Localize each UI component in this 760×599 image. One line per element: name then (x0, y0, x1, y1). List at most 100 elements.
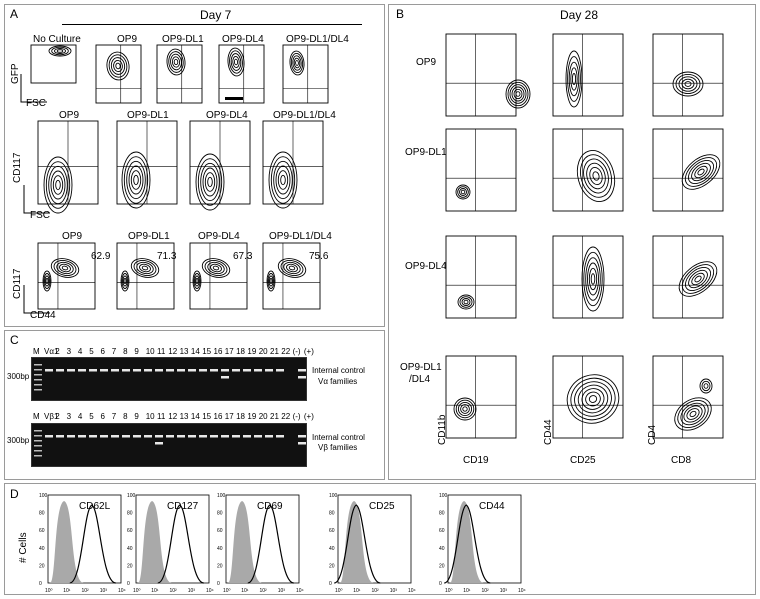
contour-ring (56, 261, 74, 275)
legend-internal-bottom: Internal control (312, 433, 365, 442)
histogram-x-tick: 10⁰ (133, 588, 141, 594)
legend-vb: Vβ families (318, 443, 358, 452)
lane-label: 8 (123, 347, 128, 356)
gel-band (122, 435, 130, 438)
contour-ring (59, 263, 71, 273)
contour-ring (574, 381, 612, 417)
contour-ring (229, 50, 243, 74)
a-row1-col-label: OP9 (117, 34, 138, 45)
contour-ring (681, 78, 695, 90)
a-row2-col-label: OP9-DL1 (127, 110, 169, 121)
contour-ring (687, 159, 715, 185)
contour-ring (207, 261, 225, 275)
contour-ring (581, 388, 605, 410)
legend-internal-top: Internal control (312, 366, 365, 375)
histogram-y-tick: 80 (217, 511, 223, 517)
contour-ring (585, 257, 601, 301)
contour-ring (48, 45, 72, 57)
contour-ring (699, 378, 713, 394)
gel-band (45, 369, 53, 372)
contour-ring (56, 49, 64, 53)
contour-ring (268, 151, 298, 209)
flow-plot-box (282, 44, 329, 104)
a-row3-xlabel: CD44 (30, 310, 56, 321)
lane-label: 9 (134, 412, 139, 421)
panel-b-plots (445, 33, 724, 439)
contour-ring (588, 395, 598, 403)
contour-ring (288, 265, 296, 271)
contour-ring (455, 184, 471, 200)
gel-band (298, 435, 306, 438)
flow-population (289, 50, 305, 76)
histogram-x-tick: 10⁴ (296, 588, 304, 594)
flow-population (505, 79, 531, 109)
contour-ring (227, 47, 245, 77)
flow-population (166, 48, 186, 76)
histogram-y-tick: 40 (439, 546, 445, 552)
contour-ring (570, 377, 616, 421)
contour-ring (106, 51, 130, 81)
gel-band (34, 369, 42, 371)
contour-ring (212, 265, 220, 271)
gel-band (34, 379, 42, 381)
lane-label: 17 (224, 412, 234, 421)
lane-label: 21 (270, 347, 279, 356)
lane-label: 5 (89, 412, 94, 421)
gel-band (243, 435, 251, 438)
gel-band (243, 369, 251, 372)
histogram-stain (247, 504, 295, 584)
contour-ring (115, 62, 121, 70)
contour-ring (681, 154, 721, 190)
contour-ring (43, 156, 73, 214)
a-row1-col-label: OP9-DL1 (162, 34, 204, 45)
histogram-x-tick: 10² (82, 588, 90, 594)
gel-band (188, 435, 196, 438)
contour-ring (515, 91, 521, 97)
contour-ring (505, 79, 531, 109)
contour-ring (193, 273, 201, 289)
contour-ring (126, 160, 146, 200)
gel-band (221, 369, 229, 372)
a-row3-col-label: OP9 (62, 231, 83, 242)
a-row2-axis (23, 185, 50, 214)
contour-ring (230, 53, 242, 71)
gel-band (133, 369, 141, 372)
histogram-y-tick: 60 (217, 528, 223, 534)
gel-band (199, 369, 207, 372)
contour-ring (61, 265, 69, 271)
contour-ring (123, 278, 127, 284)
contour-ring (166, 48, 186, 76)
contour-ring (123, 156, 149, 204)
panel-a-plots (30, 44, 329, 310)
lane-label: 10 (145, 412, 155, 421)
histogram-x-tick: 10⁴ (118, 588, 126, 594)
gel-band (232, 369, 240, 372)
flow-plot-box (30, 44, 77, 84)
contour-ring (204, 260, 228, 276)
flow-population (699, 378, 713, 394)
histogram-isotype (340, 501, 375, 583)
gel-band (45, 435, 53, 438)
contour-ring (141, 265, 149, 271)
contour-ring (130, 170, 142, 190)
contour-ring (133, 260, 157, 276)
flow-population (121, 151, 151, 209)
flow-population (192, 270, 202, 292)
gel-band (34, 445, 42, 447)
contour-ring (170, 53, 182, 71)
flow-population (195, 153, 225, 211)
histogram-isotype (138, 501, 173, 583)
lane-label: 19 (247, 347, 257, 356)
histogram-x-tick: 10⁴ (408, 588, 416, 594)
histogram-x-tick: 10³ (390, 588, 398, 594)
contour-ring (202, 167, 218, 197)
lane-label: 14 (190, 347, 200, 356)
lane-label: 13 (179, 412, 189, 421)
day7-underline (62, 24, 362, 25)
contour-ring (204, 172, 216, 192)
lane-label: 3 (66, 347, 72, 356)
contour-ring (678, 261, 718, 297)
contour-ring (576, 150, 616, 202)
contour-ring (457, 186, 469, 198)
a-row3-axis (23, 285, 50, 314)
